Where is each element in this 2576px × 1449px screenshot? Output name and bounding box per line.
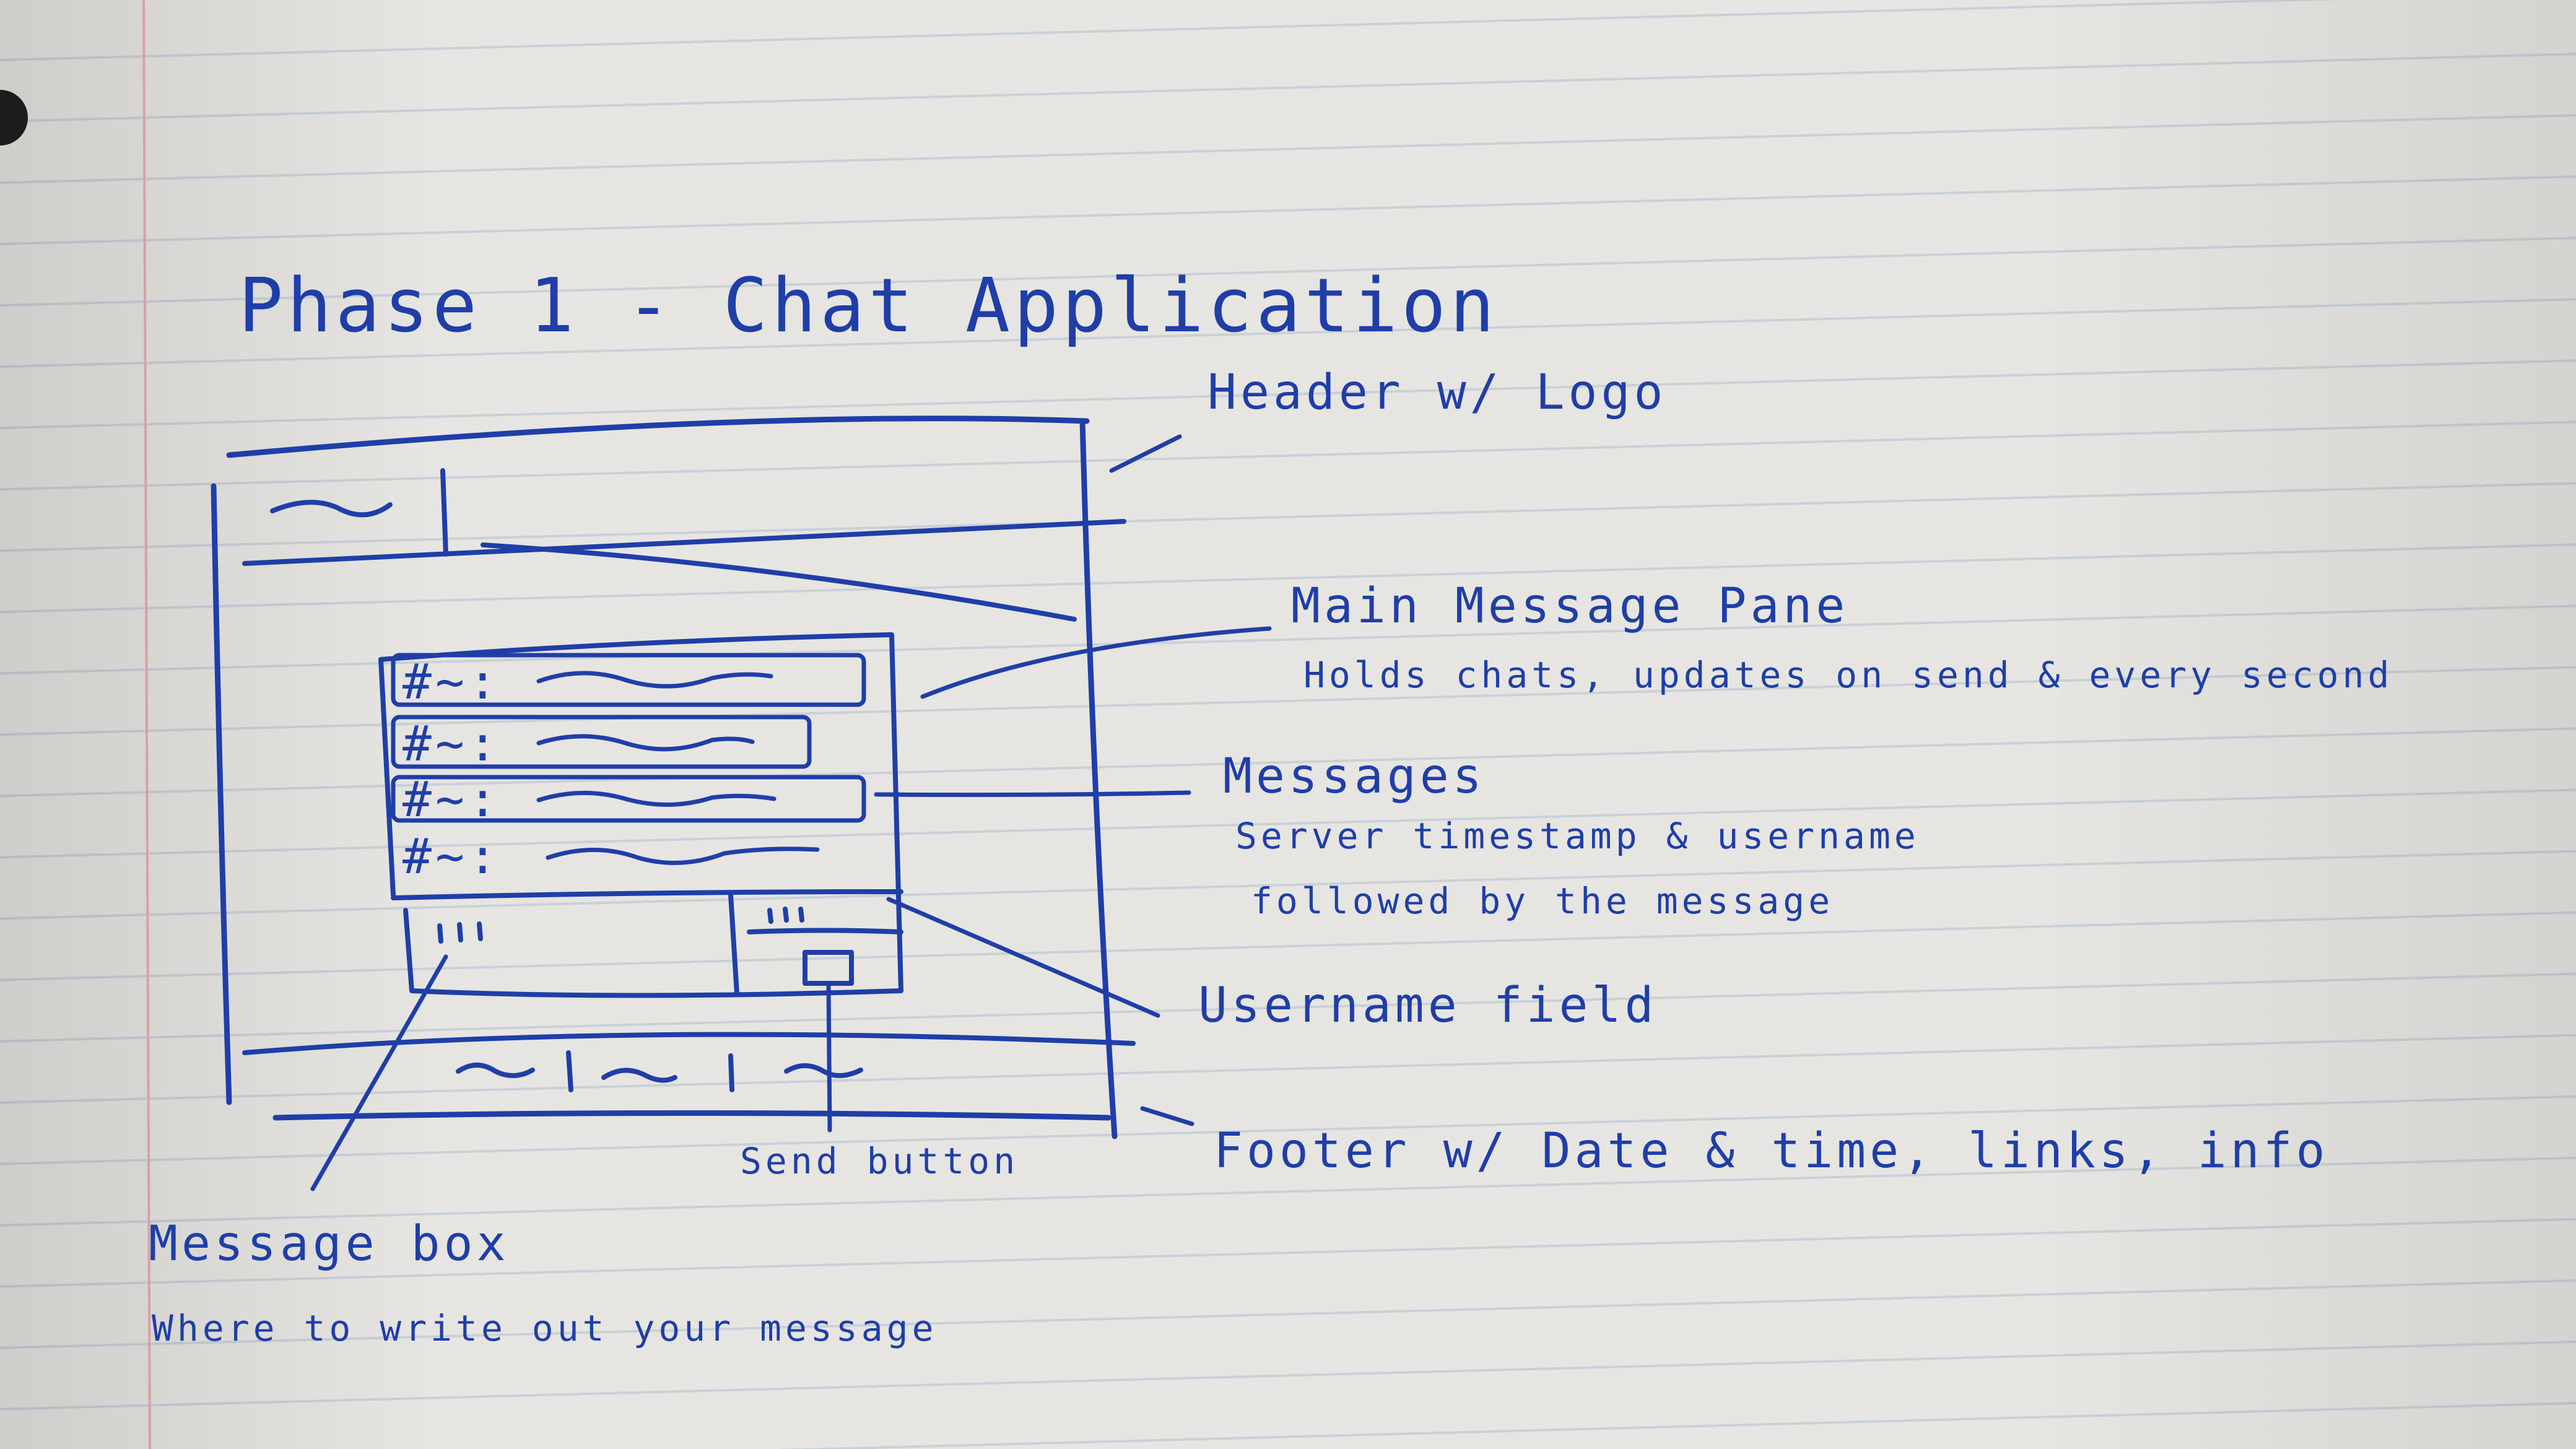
leader-header — [1109, 434, 1182, 473]
message-prefix: #~: — [402, 716, 501, 772]
message-row — [391, 653, 866, 707]
header-nav-line — [481, 542, 1077, 622]
header-region — [242, 468, 1126, 622]
leader-lines — [310, 434, 1272, 1191]
logo-scribble — [270, 500, 393, 518]
message-prefix: #~: — [402, 829, 501, 885]
message-prefix: #~: — [402, 655, 501, 710]
label-main-pane: Main Message Pane — [1291, 578, 1848, 634]
note-messages-1: Server timestamp & username — [1235, 815, 1920, 857]
label-message-box: Message box — [149, 1216, 510, 1272]
message-box-cursor-marks — [437, 921, 483, 944]
leader-messages — [874, 790, 1191, 798]
username-field-outline — [747, 928, 903, 934]
label-header: Header w/ Logo — [1208, 365, 1666, 420]
message-prefix: #~: — [402, 772, 501, 828]
footer-separator — [566, 1050, 573, 1092]
header-divider — [242, 519, 1126, 566]
leader-send-button — [826, 981, 832, 1133]
message-prefixes: #~: #~: #~: #~: — [402, 655, 501, 885]
page-title: Phase 1 - Chat Application — [238, 263, 1498, 349]
message-list — [391, 653, 866, 865]
message-box-outline — [403, 908, 903, 998]
binder-hole — [0, 90, 28, 146]
label-footer: Footer w/ Date & time, links, info — [1214, 1123, 2329, 1179]
username-field-marks — [767, 907, 804, 924]
leader-main-pane — [920, 626, 1272, 699]
send-button-box — [803, 950, 854, 986]
note-message-box: Where to write out your message — [152, 1307, 938, 1349]
footer-region — [242, 1032, 1136, 1092]
message-row — [391, 715, 812, 769]
footer-link-scribble — [601, 1068, 677, 1083]
header-separator — [440, 468, 448, 557]
leader-username-field — [886, 897, 1160, 1018]
footer-link-scribble — [456, 1063, 535, 1079]
note-main-pane: Holds chats, updates on send & every sec… — [1303, 654, 2393, 696]
input-divider — [728, 892, 739, 996]
note-messages-2: followed by the message — [1251, 880, 1834, 922]
margin-line — [142, 0, 151, 1449]
footer-divider — [242, 1032, 1136, 1055]
label-messages: Messages — [1223, 749, 1486, 804]
leader-message-box — [310, 954, 448, 1191]
footer-separator — [728, 1053, 734, 1092]
input-area — [403, 892, 903, 998]
message-row — [391, 775, 866, 823]
app-frame — [211, 416, 1118, 1139]
message-row — [546, 846, 820, 865]
label-username-field: Username field — [1198, 978, 1657, 1033]
label-send-button: Send button — [740, 1140, 1019, 1182]
footer-link-scribble — [784, 1063, 863, 1079]
leader-footer — [1140, 1106, 1194, 1126]
